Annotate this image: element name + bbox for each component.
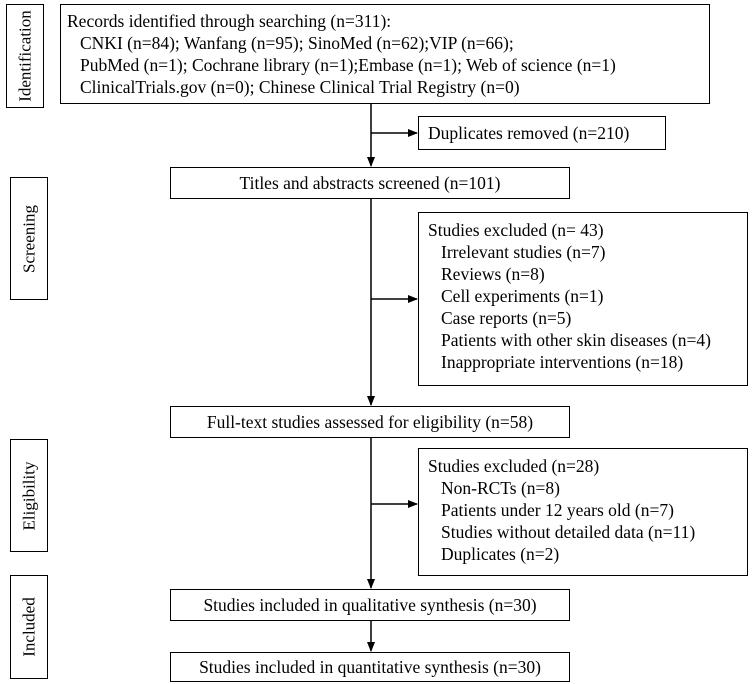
- screened-text: Titles and abstracts screened (n=101): [239, 173, 501, 193]
- records-line-3: ClinicalTrials.gov (n=0); Chinese Clinic…: [80, 77, 520, 97]
- excluded-screening-title: Studies excluded (n= 43): [428, 220, 604, 240]
- screened-box: Titles and abstracts screened (n=101): [170, 167, 570, 199]
- quantitative-box: Studies included in quantitative synthes…: [170, 652, 570, 682]
- excluded-screening-item: Case reports (n=5): [441, 308, 572, 328]
- excluded-eligibility-box: Studies excluded (n=28) Non-RCTs (n=8) P…: [418, 448, 748, 576]
- stage-screening: Screening: [10, 177, 48, 300]
- excluded-eligibility-title: Studies excluded (n=28): [428, 456, 600, 476]
- stage-eligibility-label: Eligibility: [19, 461, 39, 530]
- excluded-screening-box: Studies excluded (n= 43) Irrelevant stud…: [418, 212, 748, 386]
- qualitative-box: Studies included in qualitative synthesi…: [170, 589, 570, 621]
- excluded-eligibility-item: Studies without detailed data (n=11): [441, 522, 696, 542]
- excluded-screening-item: Inappropriate interventions (n=18): [441, 352, 684, 372]
- stage-identification: Identification: [6, 4, 44, 108]
- fulltext-text: Full-text studies assessed for eligibili…: [206, 412, 534, 432]
- excluded-screening-item: Cell experiments (n=1): [441, 286, 604, 306]
- excluded-eligibility-item: Patients under 12 years old (n=7): [441, 500, 674, 520]
- excluded-screening-item: Patients with other skin diseases (n=4): [441, 330, 711, 350]
- stage-included: Included: [10, 575, 48, 679]
- excluded-eligibility-item: Duplicates (n=2): [441, 544, 560, 564]
- fulltext-box: Full-text studies assessed for eligibili…: [170, 406, 570, 438]
- excluded-screening-item: Irrelevant studies (n=7): [441, 242, 606, 262]
- quantitative-text: Studies included in quantitative synthes…: [199, 657, 541, 677]
- duplicates-removed-text: Duplicates removed (n=210): [428, 123, 630, 143]
- excluded-eligibility-item: Non-RCTs (n=8): [441, 478, 560, 498]
- excluded-screening-item: Reviews (n=8): [441, 264, 545, 284]
- records-line-1: CNKI (n=84); Wanfang (n=95); SinoMed (n=…: [80, 33, 514, 53]
- stage-included-label: Included: [19, 597, 39, 657]
- qualitative-text: Studies included in qualitative synthesi…: [203, 595, 537, 615]
- duplicates-removed-box: Duplicates removed (n=210): [418, 116, 666, 150]
- stage-screening-label: Screening: [19, 204, 39, 273]
- stage-identification-label: Identification: [15, 10, 35, 102]
- records-line-2: PubMed (n=1); Cochrane library (n=1);Emb…: [80, 55, 616, 75]
- records-title: Records identified through searching (n=…: [67, 11, 392, 31]
- records-identified-box: Records identified through searching (n=…: [60, 4, 710, 104]
- stage-eligibility: Eligibility: [10, 439, 48, 552]
